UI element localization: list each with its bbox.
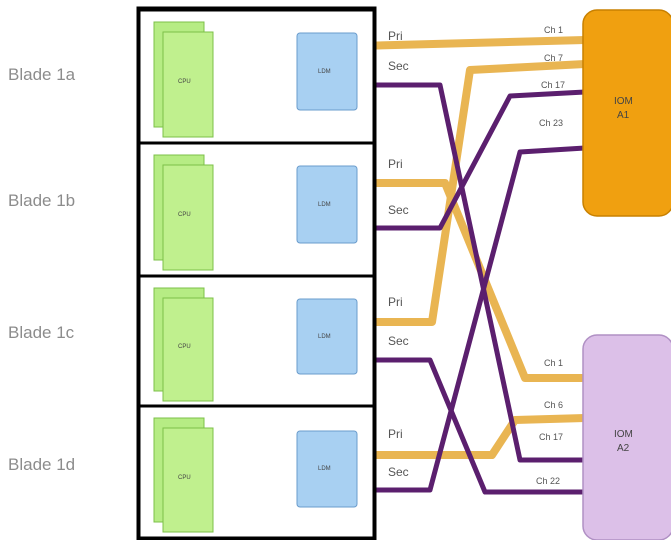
cpu-card-front — [162, 31, 214, 138]
cpu-card-front — [162, 297, 214, 402]
iom-id: A1 — [617, 110, 630, 121]
sec-port-label: Sec — [388, 334, 409, 348]
link-sec-1c — [354, 357, 588, 495]
cpu-label: CPU — [178, 79, 191, 85]
sec-port-label: Sec — [388, 465, 409, 479]
links — [353, 36, 589, 495]
ldm-label: LDM — [318, 69, 331, 75]
blade-label: Blade 1d — [8, 455, 75, 474]
blade-1d[interactable]: Blade 1d CPU LDM Pri Sec — [8, 404, 409, 540]
link-pri-1a — [353, 36, 589, 50]
blade-1c[interactable]: Blade 1c CPU LDM Pri Sec — [8, 274, 409, 408]
ldm-label: LDM — [318, 334, 331, 340]
link-pri-1d — [353, 414, 589, 459]
iom-id: A2 — [617, 443, 630, 454]
ldm-box — [296, 298, 358, 375]
cpu-label: CPU — [178, 212, 191, 218]
cpu-label: CPU — [178, 344, 191, 350]
link-sec-1b — [354, 89, 588, 231]
iom-a2[interactable]: IOM A2 Ch 1 Ch 6 Ch 17 Ch 22 — [536, 334, 671, 540]
link-sec-1d — [354, 145, 588, 493]
iom-box — [582, 9, 671, 217]
channel-label: Ch 1 — [544, 358, 563, 368]
pri-port-label: Pri — [388, 157, 403, 171]
ldm-box — [296, 430, 358, 508]
cpu-card-front — [162, 164, 214, 271]
ldm-box — [296, 165, 358, 244]
blade-label: Blade 1b — [8, 191, 75, 210]
pri-port-label: Pri — [388, 427, 403, 441]
channel-label: Ch 22 — [536, 476, 560, 486]
iom-a1[interactable]: IOM A1 Ch 1 Ch 7 Ch 17 Ch 23 — [539, 9, 671, 217]
blade-label: Blade 1c — [8, 323, 75, 342]
channel-label: Ch 17 — [541, 80, 565, 90]
pri-port-label: Pri — [388, 29, 403, 43]
pri-port-label: Pri — [388, 295, 403, 309]
channel-label: Ch 7 — [544, 53, 563, 63]
iom-name: IOM — [614, 96, 633, 107]
blade-1b[interactable]: Blade 1b CPU LDM Pri Sec — [8, 141, 409, 278]
cpu-label: CPU — [178, 475, 191, 481]
ldm-box — [296, 32, 358, 111]
ldm-label: LDM — [318, 466, 331, 472]
channel-label: Ch 6 — [544, 400, 563, 410]
iom-name: IOM — [614, 429, 633, 440]
channel-label: Ch 17 — [539, 432, 563, 442]
link-sec-1a — [354, 82, 588, 463]
channel-label: Ch 1 — [544, 25, 563, 35]
cpu-card-front — [162, 427, 214, 533]
blade-1a[interactable]: Blade 1a CPU LDM Pri Sec — [8, 8, 409, 145]
channel-label: Ch 23 — [539, 118, 563, 128]
link-pri-1c — [353, 60, 589, 326]
ldm-label: LDM — [318, 202, 331, 208]
sec-port-label: Sec — [388, 59, 409, 73]
iom-box — [582, 334, 671, 540]
blade-label: Blade 1a — [8, 65, 76, 84]
sec-port-label: Sec — [388, 203, 409, 217]
